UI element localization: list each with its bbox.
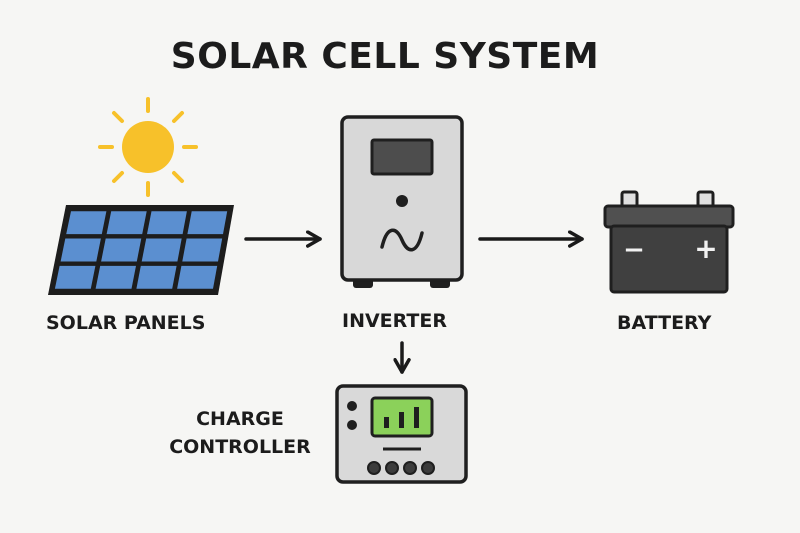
- solar-cell: [101, 238, 142, 262]
- sun-icon: [98, 97, 198, 197]
- charge-controller-label-line1: CHARGE: [196, 408, 284, 430]
- solar-cell: [182, 238, 223, 262]
- solar-cell: [177, 265, 218, 289]
- charge-controller-label-line2: CONTROLLER: [169, 436, 311, 458]
- battery-icon: − +: [603, 190, 735, 294]
- solar-cell: [60, 238, 101, 262]
- inverter-icon: [340, 115, 464, 288]
- solar-cell: [106, 211, 147, 235]
- battery-label: BATTERY: [617, 312, 712, 334]
- solar-cell: [187, 211, 228, 235]
- solar-cell: [66, 211, 107, 235]
- charge-controller-label: CHARGE CONTROLLER: [155, 405, 325, 461]
- battery-positive-terminal: +: [694, 232, 717, 265]
- solar-cell: [136, 265, 177, 289]
- battery-negative-terminal: −: [623, 235, 645, 265]
- solar-panels-label: SOLAR PANELS: [46, 312, 206, 334]
- diagram-title: SOLAR CELL SYSTEM: [170, 36, 600, 77]
- solar-cell: [54, 265, 96, 289]
- inverter-label: INVERTER: [342, 310, 448, 332]
- solar-cell: [95, 265, 136, 289]
- solar-cell: [141, 238, 182, 262]
- charge-controller-icon: [335, 384, 468, 484]
- solar-panel-icon: [48, 205, 234, 295]
- sine-wave-icon: [380, 228, 424, 252]
- solar-cell: [147, 211, 187, 235]
